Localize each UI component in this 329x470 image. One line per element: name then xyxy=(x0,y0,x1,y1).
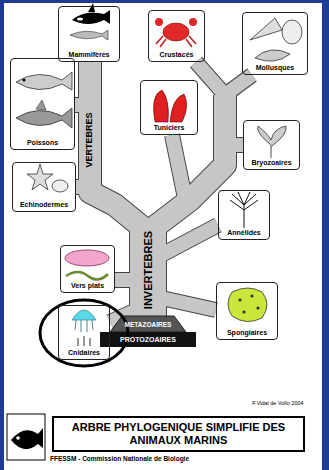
branch xyxy=(196,62,225,95)
branch-outline xyxy=(225,75,252,95)
bryozoa-icon xyxy=(258,126,287,158)
author-credit: F.Vidal de Vollo 2004 xyxy=(252,400,303,406)
taxon-name: Mollusques xyxy=(256,64,295,72)
taxon-name: Bryozoaires xyxy=(251,159,291,167)
taxon-box: Spongiaires xyxy=(216,282,278,340)
taxon-name: Echinodermes xyxy=(20,201,68,209)
taxon-box: Mollusques xyxy=(242,12,308,75)
mollusc-icon xyxy=(250,18,302,61)
taxon-name: Spongiaires xyxy=(227,329,267,337)
branch xyxy=(148,225,218,262)
base-label: PROTOZOAIRES xyxy=(120,336,176,344)
jellyfish-icon xyxy=(72,310,96,346)
taxon-box: Bryozoaires xyxy=(243,120,300,170)
taxon-box: Echinodermes xyxy=(12,162,76,212)
branch xyxy=(172,135,186,203)
branch-outline xyxy=(196,62,225,95)
branch-outline xyxy=(172,135,186,203)
metazoa-base xyxy=(110,316,186,332)
title: ARBRE PHYLOGENIQUE SIMPLIFIE DES ANIMAUX… xyxy=(62,421,295,447)
flatworm-icon xyxy=(65,250,109,280)
logo-fish xyxy=(7,414,45,460)
branch xyxy=(148,295,216,310)
crab-icon xyxy=(155,18,197,47)
taxon-box: Annélides xyxy=(218,190,270,240)
organisation-credit: FFESSM - Commission Nationale de Biologi… xyxy=(50,455,189,462)
taxon-box: Tuniciers xyxy=(140,80,198,135)
taxon-box: Vers plats xyxy=(60,245,115,293)
taxon-name: Vers plats xyxy=(71,282,104,290)
taxon-box: Mammifères xyxy=(58,6,120,62)
taxon-box: Cnidaires xyxy=(58,305,110,360)
taxon-name: Crustacés xyxy=(160,51,194,59)
base-label: METAZOAIRES xyxy=(125,321,172,328)
taxon-name: Mammifères xyxy=(69,51,110,59)
taxon-name: Annélides xyxy=(227,229,260,237)
fish-icon xyxy=(16,72,72,128)
annelid-icon xyxy=(230,192,258,228)
starfish-icon xyxy=(27,164,68,192)
highlight-circle xyxy=(40,300,128,366)
taxon-name: Cnidaires xyxy=(68,349,100,357)
branch xyxy=(76,180,90,194)
mammal-icon xyxy=(70,3,110,40)
taxon-name: Tuniciers xyxy=(154,124,185,132)
taxon-box: Crustacés xyxy=(148,10,205,62)
protozoa-base xyxy=(100,332,196,347)
taxon-name: Poissons xyxy=(27,139,58,147)
branch xyxy=(75,98,90,112)
branch xyxy=(225,138,243,152)
tunicate-icon xyxy=(154,90,187,122)
branch-label: VERTEBRES xyxy=(85,112,95,167)
branch xyxy=(225,75,252,95)
sponge-icon xyxy=(228,288,267,322)
branch-outline xyxy=(76,179,90,195)
title-box: ARBRE PHYLOGENIQUE SIMPLIFIE DES ANIMAUX… xyxy=(52,416,305,452)
branch-outline xyxy=(75,97,90,113)
taxon-box: Poissons xyxy=(10,58,75,150)
branch-outline xyxy=(225,137,243,153)
branch-label: INVERTEBRES xyxy=(142,231,154,309)
white-panel xyxy=(4,3,322,470)
